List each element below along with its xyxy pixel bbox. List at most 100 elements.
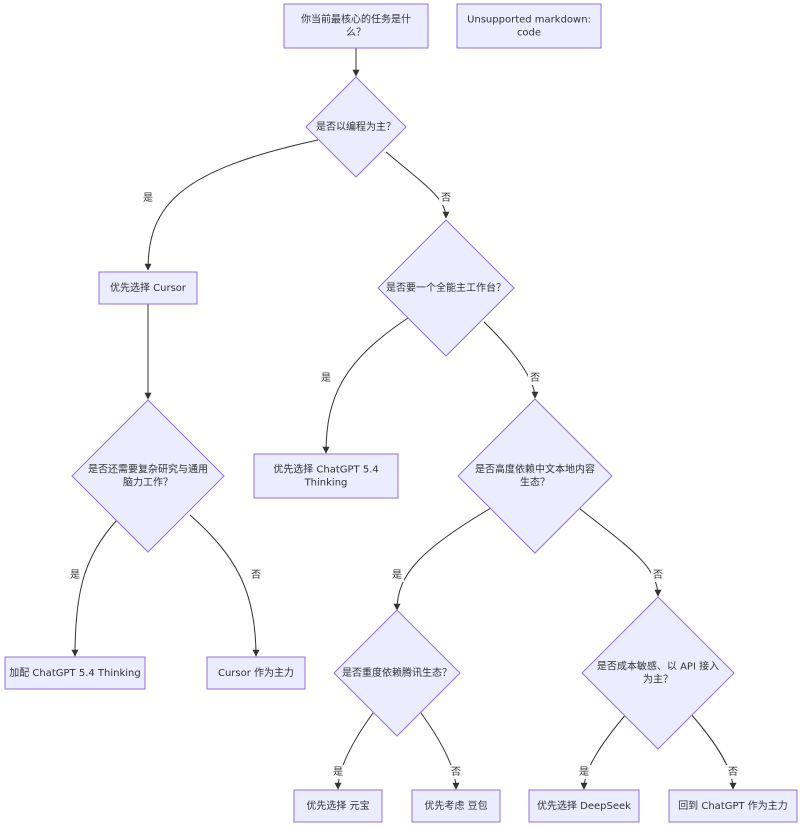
- node-box: [456, 3, 602, 49]
- node-label-line: 优先选择 Cursor: [110, 281, 187, 294]
- edge-label-background: [249, 568, 263, 582]
- node-label-line: Cursor 作为主力: [218, 666, 294, 679]
- node-diamond: [71, 399, 225, 553]
- edge-q_coding-to-cursor: [144, 139, 319, 271]
- node-label-line: 是否成本敏感、以 API 接入: [597, 660, 719, 673]
- edge-q_chinese-to-q_cost: [578, 507, 662, 597]
- edge-label-text: 是: [321, 372, 331, 384]
- process-node-cursor: 优先选择 Cursor: [98, 271, 198, 305]
- process-node-cursor-main: Cursor 作为主力: [206, 656, 306, 690]
- node-box: [293, 789, 383, 823]
- node-label-line: 优先选择 ChatGPT 5.4: [273, 463, 379, 476]
- edge-q_cost-to-deepseek: [580, 712, 628, 790]
- node-box: [528, 789, 640, 823]
- edge-q_tencent-to-doubao: [420, 712, 460, 790]
- edge-q_coding-to-q_allin: [385, 151, 450, 219]
- node-label-line: 加配 ChatGPT 5.4 Thinking: [9, 667, 141, 679]
- node-label-line: Unsupported markdown:: [467, 15, 591, 26]
- edge-label-background: [449, 765, 463, 779]
- edge-label-text: 是: [143, 192, 153, 204]
- edge-q_chinese-to-q_tencent: [393, 507, 492, 611]
- node-label-line: 是否以编程为主？: [316, 120, 396, 133]
- node-diamond: [377, 219, 515, 357]
- edge-label-text: 否: [251, 569, 261, 581]
- node-box: [98, 271, 198, 305]
- edge-label-text: 是: [333, 766, 343, 778]
- edge-label-text: 否: [441, 192, 451, 204]
- node-label-line: 是否重度依赖腾讯生态？: [342, 666, 452, 679]
- node-box: [668, 789, 798, 823]
- edge-label-q_cost-to-back_chatgpt: 否: [726, 765, 740, 779]
- node-diamond: [305, 76, 407, 178]
- edge-label-q_chinese-to-q_cost: 否: [651, 568, 665, 582]
- node-diamond: [581, 596, 735, 750]
- edges-layer: [71, 48, 737, 790]
- edge-label-text: 否: [728, 766, 738, 778]
- decision-node-q-coding: 是否以编程为主？: [305, 76, 407, 178]
- edge-label-q_tencent-to-yuanbao: 是: [331, 765, 345, 779]
- process-node-note: Unsupported markdown: code: [456, 3, 602, 49]
- process-node-back-chatgpt: 回到 ChatGPT 作为主力: [668, 789, 798, 823]
- decision-node-q-tencent: 是否重度依赖腾讯生态？: [333, 609, 461, 737]
- process-node-yuanbao: 优先选择 元宝: [293, 789, 383, 823]
- process-node-add-chatgpt: 加配 ChatGPT 5.4 Thinking: [4, 656, 146, 690]
- edge-label-background: [439, 191, 453, 205]
- node-label-line: 为主？: [643, 674, 673, 686]
- edge-label-background: [68, 568, 82, 582]
- edge-q_cost-to-back_chatgpt: [689, 712, 737, 790]
- node-label-line: 回到 ChatGPT 作为主力: [678, 799, 788, 812]
- edge-label-q_cost-to-deepseek: 是: [577, 765, 591, 779]
- node-label-line: 么？: [346, 27, 366, 39]
- node-box: [206, 656, 306, 690]
- node-label-line: Thinking: [304, 478, 348, 489]
- edge-label-text: 否: [530, 372, 540, 384]
- edge-q_tencent-to-yuanbao: [334, 712, 374, 790]
- node-label-line: 优先选择 元宝: [306, 799, 369, 812]
- node-label-line: 是否要一个全能主工作台？: [386, 281, 506, 294]
- edge-q_research-to-add_chatgpt: [71, 519, 118, 657]
- node-box: [253, 453, 399, 499]
- edge-label-background: [390, 568, 404, 582]
- edge-label-q_allin-to-chatgpt54: 是: [319, 371, 333, 385]
- node-label-line: 脑力工作？: [123, 476, 173, 489]
- node-box: [283, 3, 429, 49]
- edge-label-text: 是: [70, 569, 80, 581]
- process-node-doubao: 优先考虑 豆包: [411, 789, 501, 823]
- edge-label-text: 否: [653, 569, 663, 581]
- edge-label-text: 是: [579, 766, 589, 778]
- node-box: [411, 789, 501, 823]
- node-diamond: [457, 398, 613, 554]
- node-label-line: 是否还需要复杂研究与通用: [88, 463, 208, 476]
- edge-label-q_research-to-cursor_main: 否: [249, 568, 263, 582]
- edge-label-background: [577, 765, 591, 779]
- edge-label-q_coding-to-q_allin: 否: [439, 191, 453, 205]
- node-label-line: 是否高度依赖中文本地内容: [475, 463, 595, 476]
- edge-label-background: [141, 191, 155, 205]
- edge-q_allin-to-chatgpt54: [322, 317, 409, 454]
- edge-label-text: 是: [392, 569, 402, 581]
- decision-node-q-allin: 是否要一个全能主工作台？: [377, 219, 515, 357]
- edge-label-q_research-to-add_chatgpt: 是: [68, 568, 82, 582]
- edge-labels-layer: 是否是否是否是否是否是否: [68, 191, 740, 779]
- node-label-line: 优先选择 DeepSeek: [537, 799, 631, 812]
- edge-label-background: [726, 765, 740, 779]
- process-node-deepseek: 优先选择 DeepSeek: [528, 789, 640, 823]
- node-label-line: code: [517, 28, 541, 39]
- node-label-line: 生态？: [520, 476, 550, 489]
- node-box: [4, 656, 146, 690]
- edge-label-background: [651, 568, 665, 582]
- edge-label-background: [528, 371, 542, 385]
- edge-label-q_chinese-to-q_tencent: 是: [390, 568, 404, 582]
- edge-label-background: [319, 371, 333, 385]
- node-label-line: 你当前最核心的任务是什: [301, 13, 411, 26]
- edge-q_allin-to-q_chinese: [483, 321, 539, 399]
- edge-label-q_tencent-to-doubao: 否: [449, 765, 463, 779]
- edge-label-text: 否: [451, 766, 461, 778]
